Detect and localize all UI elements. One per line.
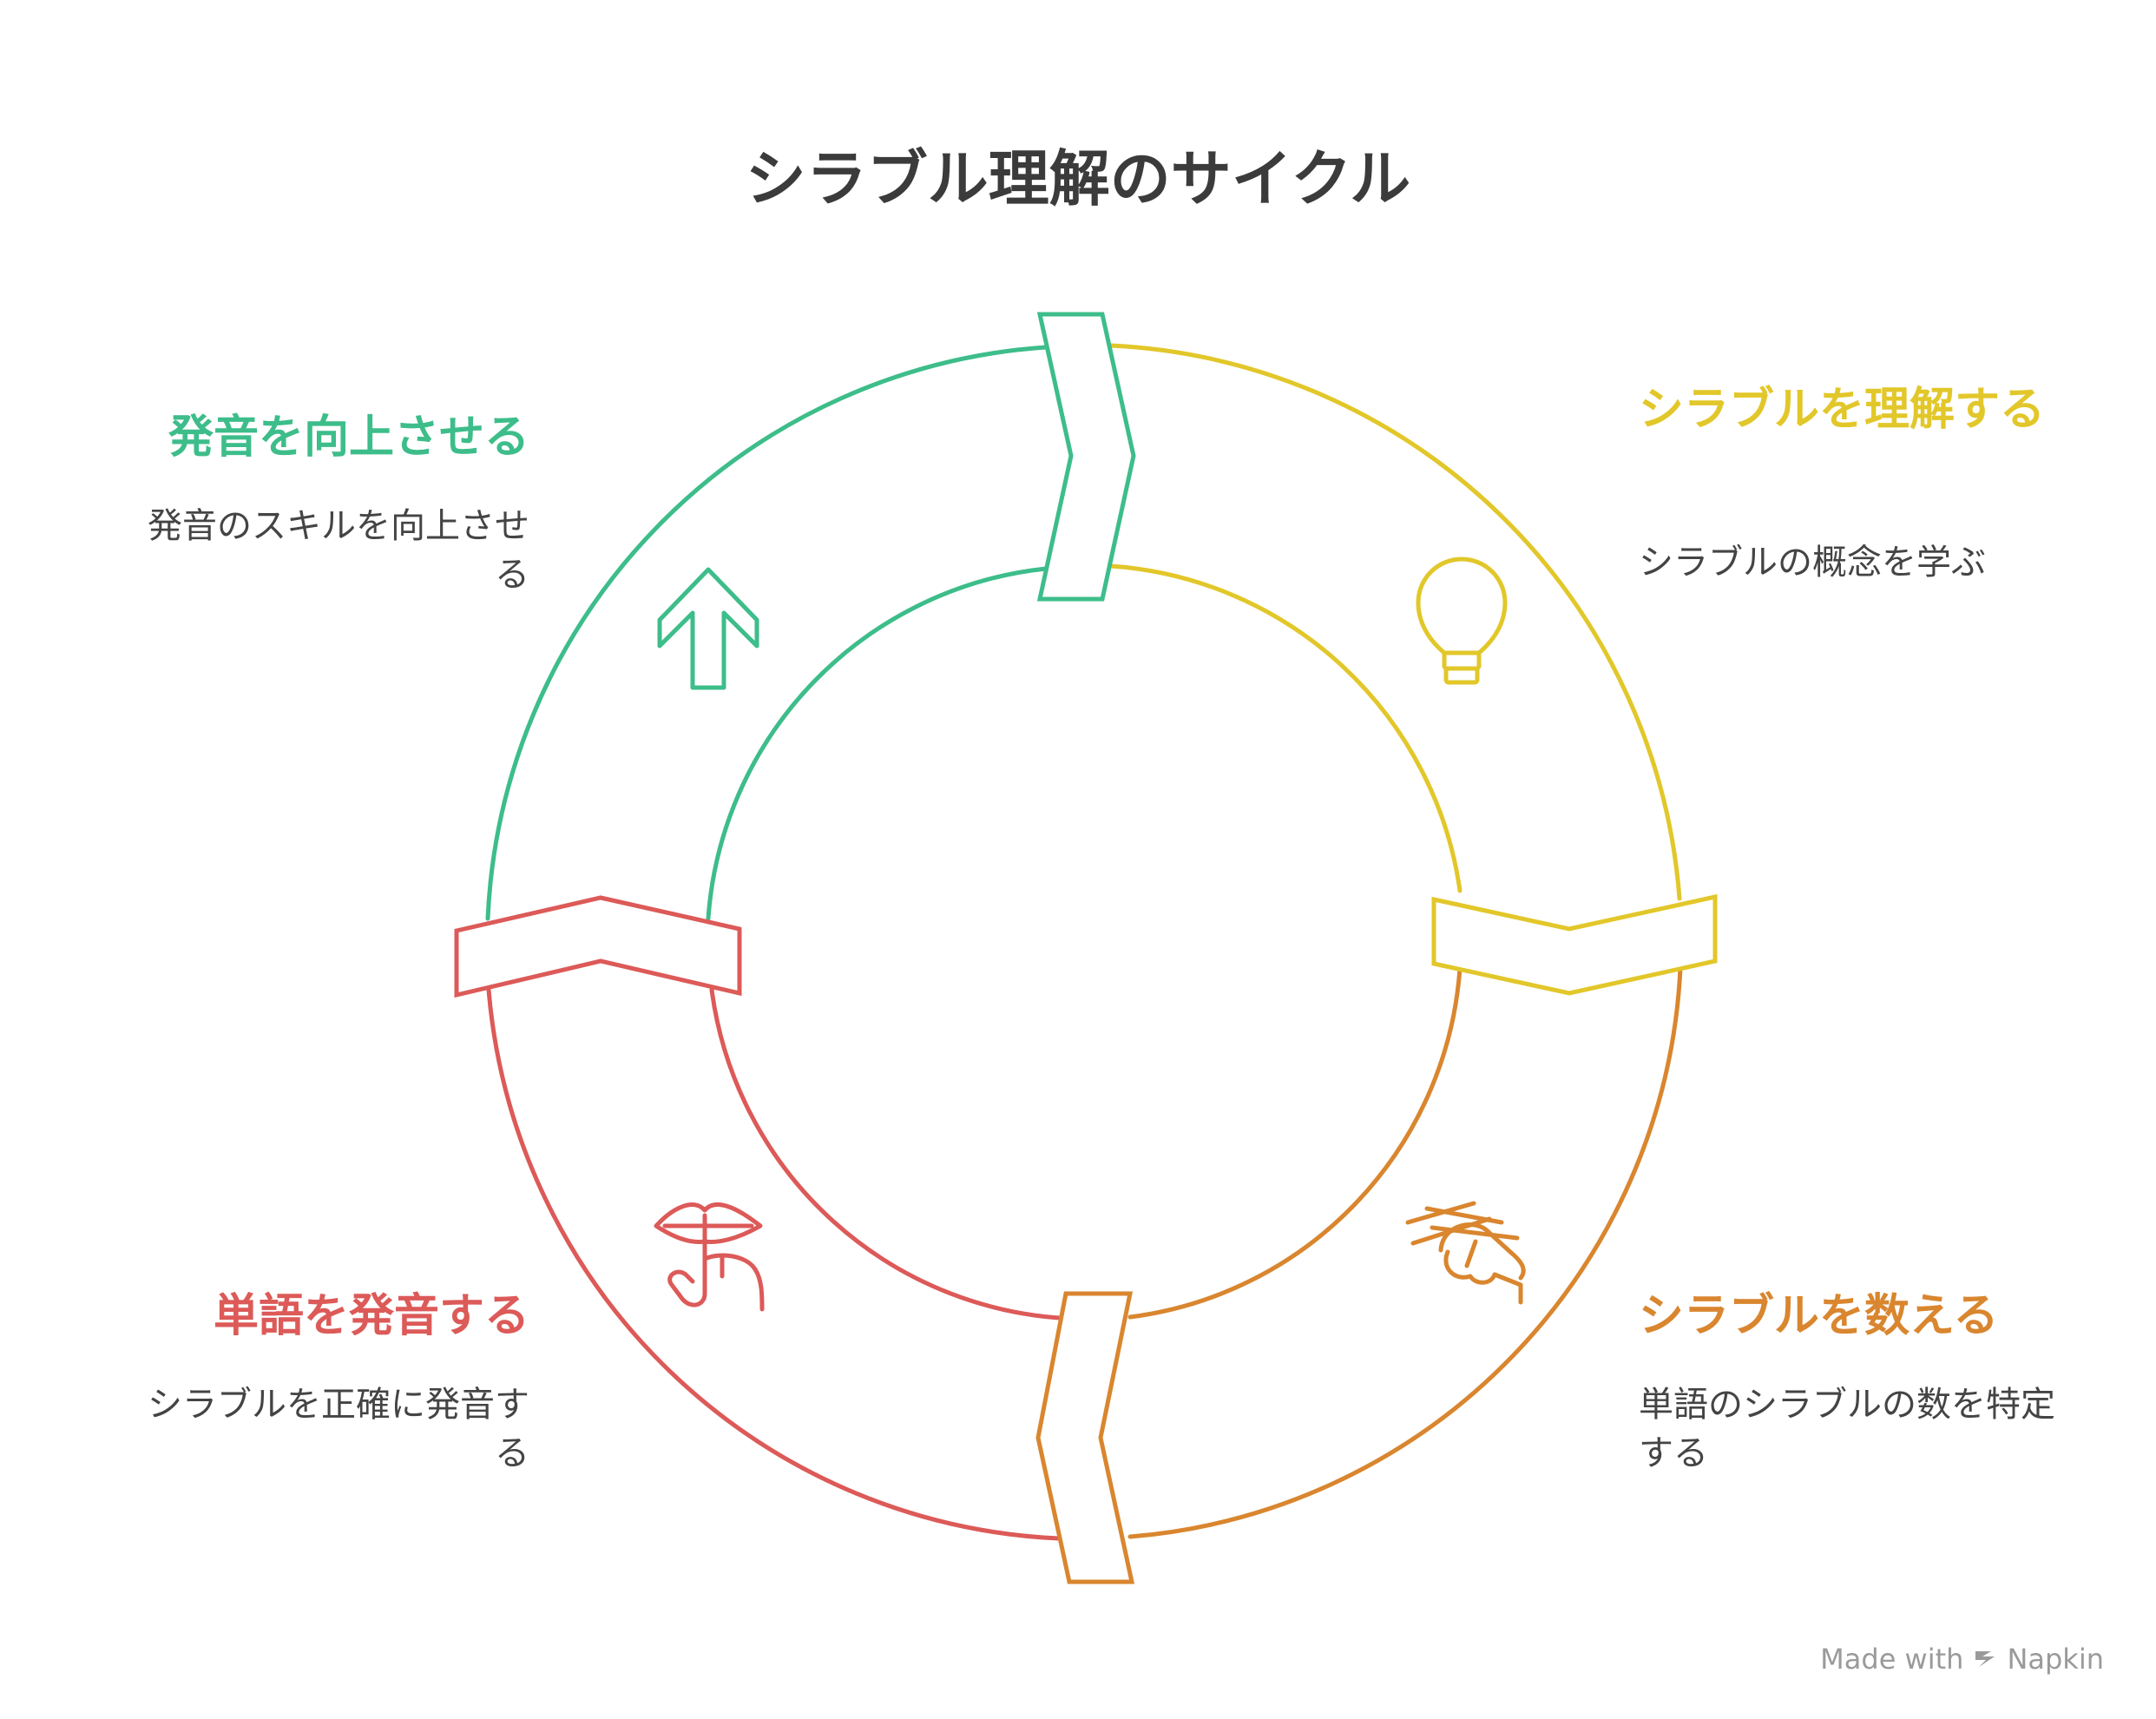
diagram-title: シラブル理解のサイクル (745, 143, 1411, 214)
stage-desc-improve: 発音のスキルを向上させる (148, 506, 529, 595)
chevron-left (454, 895, 742, 998)
ring-segment-improve (485, 345, 1048, 921)
stage-title-pronounce: 単語を発音する (213, 1290, 529, 1342)
lips-shush-icon (654, 1202, 765, 1312)
stage-title-count: シラブルを数える (1639, 1290, 1999, 1342)
ring-segment-count (1127, 965, 1683, 1539)
stage-desc-count: 単語のシラブルの数を特定する (1639, 1385, 2055, 1473)
ring-segment-understand (1108, 343, 1682, 901)
stage-title-improve: 発音を向上させる (168, 412, 529, 464)
made-with-label: Made with (1820, 1643, 1964, 1676)
napkin-brand-label: Napkin (2007, 1643, 2104, 1676)
made-with-napkin-badge: Made with Napkin (1820, 1643, 2104, 1676)
stage-desc-pronounce: シラブルを正確に発音する (148, 1385, 529, 1473)
stage-desc-understand: シラブルの概念を学ぶ (1639, 543, 1986, 583)
lightbulb-icon (1416, 557, 1508, 685)
napkin-logo-icon (1975, 1651, 1995, 1667)
chevron-bottom (1035, 1291, 1135, 1584)
chevron-right (1431, 893, 1718, 996)
arrow-up-icon (657, 567, 759, 690)
ring-segment-pronounce (486, 987, 1079, 1541)
stage-title-understand: シラブルを理解する (1639, 384, 2046, 436)
chevron-top (1036, 312, 1136, 602)
counting-hand-icon (1405, 1201, 1526, 1305)
